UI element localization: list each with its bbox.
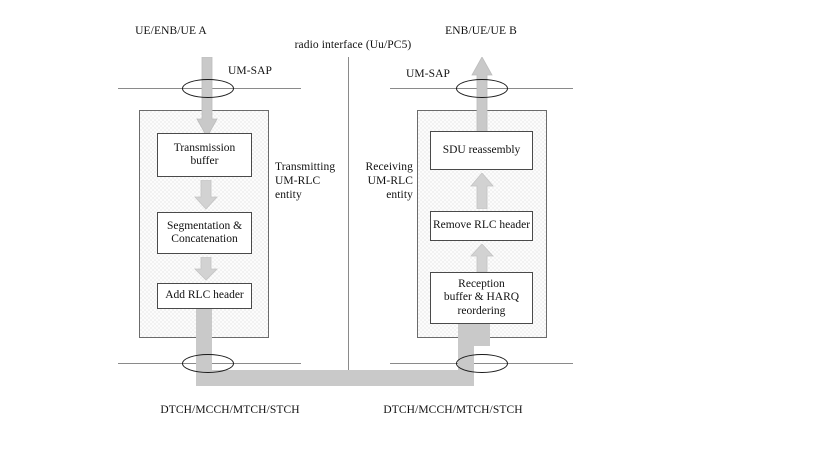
flow-arrow-reassembly-from-header — [470, 173, 494, 209]
um-sap-label-right: UM-SAP — [405, 68, 451, 80]
receiving-entity-label: Receiving UM-RLC entity — [365, 161, 413, 201]
left-node-title: UE/ENB/UE A — [135, 25, 207, 37]
flow-arrow-buffer-to-segmentation — [194, 180, 218, 210]
um-sap-label-left: UM-SAP — [227, 65, 273, 77]
radio-interface-divider — [348, 57, 349, 373]
process-box-sdu-reassembly[interactable]: SDU reassembly — [430, 131, 533, 170]
process-box-segmentation-concatenation[interactable]: Segmentation & Concatenation — [157, 212, 252, 254]
flow-arrow-header-from-reception — [470, 244, 494, 272]
um-sap-ellipse-right — [456, 79, 508, 98]
um-sap-up-arrow-right — [471, 57, 493, 139]
right-node-title: ENB/UE/UE B — [445, 25, 517, 37]
process-box-remove-rlc-header[interactable]: Remove RLC header — [430, 211, 533, 241]
channel-ellipse-right — [456, 354, 508, 373]
radio-interface-label: radio interface (Uu/PC5) — [294, 39, 412, 51]
um-sap-down-arrow-left — [196, 57, 218, 139]
channel-label-right: DTCH/MCCH/MTCH/STCH — [383, 404, 523, 416]
transmitting-entity-label: Transmitting UM-RLC entity — [275, 161, 336, 201]
process-box-reception-buffer-harq-reordering[interactable]: Reception buffer & HARQ reordering — [430, 272, 533, 324]
process-box-add-rlc-header[interactable]: Add RLC header — [157, 283, 252, 309]
flow-arrow-segmentation-to-header — [194, 257, 218, 281]
um-sap-ellipse-left — [182, 79, 234, 98]
channel-ellipse-left — [182, 354, 234, 373]
channel-label-left: DTCH/MCCH/MTCH/STCH — [160, 404, 300, 416]
process-box-transmission-buffer[interactable]: Transmission buffer — [157, 133, 252, 177]
